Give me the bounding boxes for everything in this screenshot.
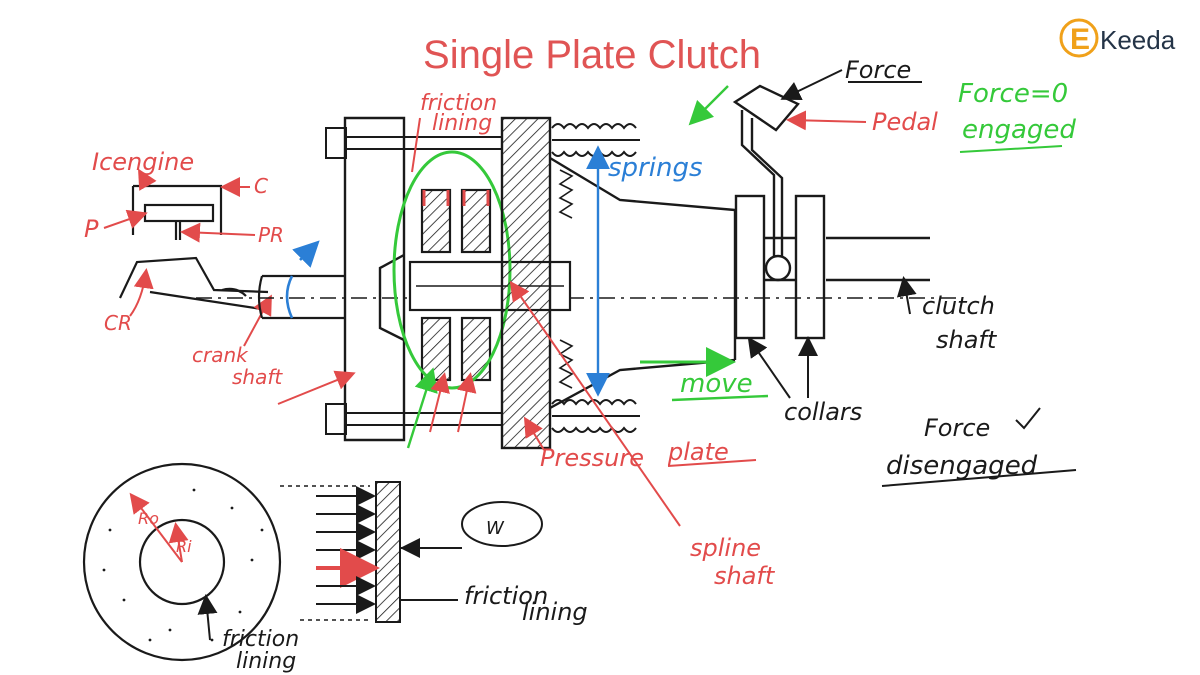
- friction-ring: [82, 462, 282, 662]
- friction-lining-marks: [422, 190, 490, 206]
- springs: [325, 123, 640, 435]
- force-disengaged-label-2: disengaged: [886, 451, 1038, 481]
- flywheel: [343, 116, 406, 442]
- friction-lining-mid-label-1: friction: [464, 582, 548, 610]
- spline-shaft-label-2: shaft: [714, 562, 776, 590]
- force-engaged-label-2: engaged: [962, 115, 1076, 145]
- clutch-plate: [408, 188, 572, 382]
- outer-radius-label: Ro: [138, 509, 159, 528]
- force-engaged-label-1: Force=0: [958, 79, 1068, 109]
- crank-shaft-label-1: crank: [192, 343, 249, 367]
- spline-shaft-label-1: spline: [690, 534, 761, 562]
- force-label: Force: [845, 56, 911, 84]
- logo-word: Keeda: [1100, 25, 1176, 55]
- pedal-label: Pedal: [872, 108, 938, 136]
- friction-lining-top-label-2: lining: [432, 111, 492, 136]
- clutch-shaft-label-2: shaft: [936, 326, 998, 354]
- brand-logo: E Keeda: [1059, 18, 1176, 58]
- crank-shaft-label-2: shaft: [232, 365, 283, 389]
- crank-label: CR: [104, 311, 132, 335]
- move-label: move: [680, 369, 753, 399]
- piston-rod-label: PR: [258, 223, 284, 247]
- friction-lining-mid-label-2: lining: [522, 598, 588, 626]
- ic-engine-label: Icengine: [92, 148, 194, 176]
- force-disengaged-label-1: Force: [924, 414, 990, 442]
- pressure-plate-label-2: plate: [667, 438, 729, 466]
- logo-letter: E: [1070, 23, 1090, 56]
- piston-label: P: [84, 215, 99, 243]
- friction-lining-bottom-label-1: friction: [222, 627, 299, 652]
- force-w-label: W: [486, 518, 505, 539]
- rotation-arrow: [285, 275, 294, 319]
- pressure-plate-label-1: Pressure: [540, 444, 644, 472]
- friction-lining-bottom-label-2: lining: [236, 649, 296, 674]
- inner-radius-label: Ri: [176, 537, 192, 556]
- friction-lining-top-label-1: friction: [420, 91, 497, 116]
- springs-label: springs: [608, 153, 703, 183]
- clutch-shaft-label-1: clutch: [922, 292, 995, 320]
- page-title: Single Plate Clutch: [423, 33, 761, 77]
- pressure-distribution: [280, 481, 543, 623]
- lining-pointer-arrows: [277, 367, 477, 449]
- crank-shaft: [196, 274, 960, 320]
- collars-label: collars: [784, 398, 862, 426]
- cylinder-label: C: [254, 174, 268, 198]
